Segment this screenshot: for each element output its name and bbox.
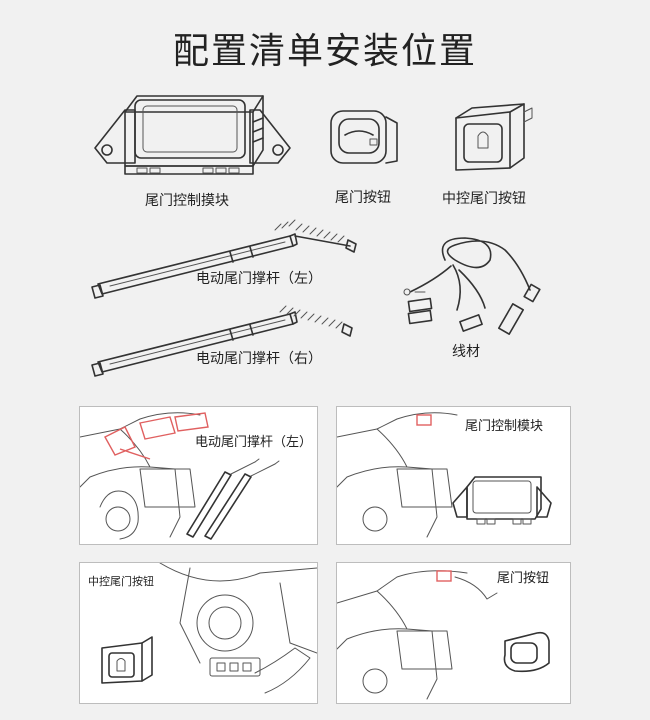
panel3-label: 中控尾门按钮 [88, 575, 154, 588]
page-title: 配置清单安装位置 [172, 31, 477, 72]
strut-right-illustration [91, 305, 353, 377]
strut-right-label: 电动尾门撑杆（右） [196, 351, 322, 367]
dashboard-illustration [101, 563, 317, 694]
panel1-label: 电动尾门撑杆（左） [195, 435, 313, 450]
center-button-label: 中控尾门按钮 [442, 191, 526, 207]
car-rear-illustration-3 [337, 570, 550, 700]
panel2-label: 尾门控制模块 [465, 419, 544, 434]
install-panel-module: 尾门控制模块 [336, 406, 571, 545]
tailgate-button-illustration [330, 110, 398, 164]
button-label: 尾门按钮 [335, 190, 391, 206]
control-module-illustration [94, 95, 291, 175]
strut-left-label: 电动尾门撑杆（左） [196, 271, 322, 287]
strut-left-illustration [91, 219, 357, 299]
strut-pair-illustration [186, 458, 280, 540]
install-panel-strut: 电动尾门撑杆（左） [79, 406, 318, 545]
car-rear-illustration [80, 412, 209, 540]
install-panel-center-button: 中控尾门按钮 [79, 562, 318, 704]
install-panel-button: 尾门按钮 [336, 562, 571, 704]
panel4-label: 尾门按钮 [497, 571, 550, 586]
car-rear-illustration-2 [337, 412, 458, 538]
center-button-illustration [455, 103, 533, 171]
harness-label: 线材 [452, 344, 480, 360]
module-label: 尾门控制摸块 [145, 193, 229, 209]
wire-harness-illustration [403, 237, 541, 335]
module-small-illustration [452, 476, 552, 525]
